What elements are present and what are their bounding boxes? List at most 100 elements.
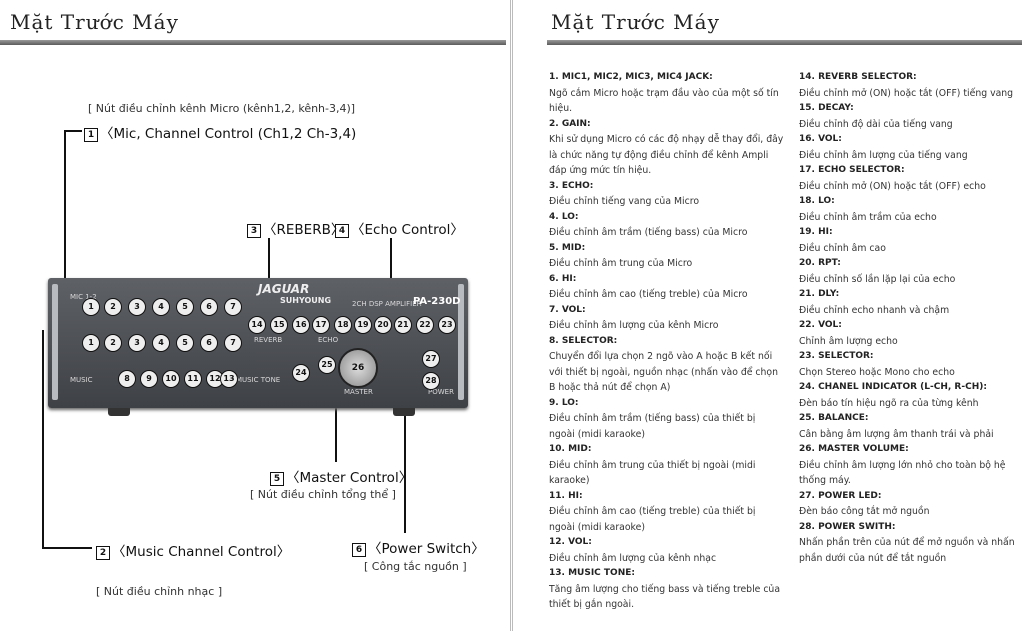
leader-line (404, 385, 406, 533)
power-label: POWER (428, 388, 454, 396)
rack-handle-right (458, 284, 464, 400)
item-description: Chỉnh âm lượng echo (799, 335, 898, 347)
power-note: [ Công tắc nguồn ] (364, 560, 467, 573)
knob-24: 24 (292, 364, 310, 382)
master-volume-knob: 26 (338, 348, 378, 388)
callout-reverb: 3〈REBERB〉 (247, 218, 344, 238)
item-heading: 16. VOL: (799, 134, 842, 144)
description-column-left: 1. MIC1, MIC2, MIC3, MIC4 JACK:Ngõ cắm M… (549, 70, 784, 613)
device-foot (108, 408, 130, 416)
item-heading: 25. BALANCE: (799, 413, 869, 423)
item-description: Nhấn phần trên của nút để mở nguồn và nh… (799, 537, 1015, 564)
item-description: Đèn báo công tắt mở nguồn (799, 506, 930, 517)
item-heading: 13. MUSIC TONE: (549, 568, 635, 578)
callout-master: 5〈Master Control〉 (270, 466, 412, 486)
item-heading: 17. ECHO SELECTOR: (799, 165, 905, 175)
item-heading: 18. LO: (799, 196, 835, 206)
knob-2: 2 (104, 298, 122, 316)
knob-11: 11 (184, 370, 202, 388)
knob-5: 5 (176, 334, 194, 352)
item-description: Điều chỉnh âm lượng của kênh Micro (549, 320, 719, 331)
item-description: Điều chỉnh âm trầm (tiếng bass) của thiế… (549, 413, 756, 440)
knob-7: 7 (224, 334, 242, 352)
item-description: Điều chỉnh mở (ON) hoặc tắt (OFF) tiếng … (799, 87, 1014, 99)
knob-4: 4 (152, 334, 170, 352)
item-description: Điều chỉnh độ dài của tiếng vang (799, 118, 953, 130)
knob-16: 16 (292, 316, 310, 334)
left-page: Mặt Trước Máy [ Nút điều chỉnh kênh Micr… (0, 0, 511, 631)
knob-9: 9 (140, 370, 158, 388)
brand-suhyoung: SUHYOUNG (280, 296, 332, 305)
item-heading: 27. POWER LED: (799, 490, 882, 501)
model-label: 2CH DSP AMPLIFIER (352, 300, 422, 308)
item-description: Điều chỉnh tiếng vang của Micro (549, 196, 700, 207)
page-title: Mặt Trước Máy (551, 10, 720, 34)
amplifier-front-panel: MIC 1-2 MUSIC JAGUAR SUHYOUNG 2CH DSP AM… (48, 278, 468, 416)
leader-line (335, 400, 337, 462)
leader-line (64, 130, 82, 132)
music-note: [ Nút điều chỉnh nhạc ] (96, 585, 223, 598)
reverb-label: REVERB (254, 336, 283, 344)
item-description: Điều chỉnh mở (ON) hoặc tắt (OFF) echo (799, 180, 986, 192)
power-led: 27 (422, 350, 440, 368)
item-heading: 22. VOL: (799, 320, 842, 330)
item-description: Điều chỉnh âm lượng của tiếng vang (799, 149, 968, 161)
callout-mic-channel: 1〈Mic, Channel Control (Ch1,2 Ch-3,4) (84, 122, 356, 142)
knob-21: 21 (394, 316, 412, 334)
item-heading: 6. HI: (549, 273, 577, 284)
echo-label: ECHO (318, 336, 339, 344)
knob-15: 15 (270, 316, 288, 334)
item-description: Điều chỉnh âm trầm (tiếng bass) của Micr… (549, 227, 748, 238)
description-column-right: 14. REVERB SELECTOR: Điều chỉnh mở (ON) h… (799, 70, 1019, 566)
mic-note: [ Nút điều chỉnh kênh Micro (kênh1,2, kê… (88, 102, 356, 115)
item-description: Chọn Stereo hoặc Mono cho echo (799, 366, 955, 378)
knob-1: 1 (82, 334, 100, 352)
knob-2: 2 (104, 334, 122, 352)
item-heading: 11. HI: (549, 490, 583, 501)
item-description: Điều chỉnh echo nhanh và chậm (799, 304, 950, 316)
item-heading: 7. VOL: (549, 304, 586, 315)
title-rule (0, 40, 506, 45)
knob-18: 18 (334, 316, 352, 334)
item-heading: 20. RPT: (799, 258, 841, 268)
item-description: Cân bằng âm lượng âm thanh trái và phải (799, 428, 994, 440)
knob-7: 7 (224, 298, 242, 316)
item-heading: 1. MIC1, MIC2, MIC3, MIC4 JACK: (549, 72, 713, 82)
item-heading: 23. SELECTOR: (799, 351, 874, 361)
rack-handle-left (52, 284, 58, 400)
item-heading: 4. LO: (549, 211, 579, 222)
leader-line (42, 330, 44, 548)
item-heading: 28. POWER SWITH: (799, 521, 896, 532)
knob-13: 13 (220, 370, 238, 388)
item-description: Điều chỉnh âm trung của thiết bị ngoài (… (549, 459, 756, 487)
knob-4: 4 (152, 298, 170, 316)
callout-echo: 4〈Echo Control〉 (335, 218, 464, 238)
item-description: Điều chỉnh âm trung của Micro (549, 258, 693, 269)
leader-line (42, 547, 92, 549)
item-description: Điều chỉnh âm cao (tiếng treble) của thi… (549, 506, 756, 533)
item-description: Tăng âm lượng cho tiếng bass và tiếng tr… (549, 583, 781, 611)
item-heading: 8. SELECTOR: (549, 335, 618, 346)
page-title: Mặt Trước Máy (10, 10, 179, 34)
item-description: Điều chỉnh âm cao (tiếng treble) của Mic… (549, 289, 748, 300)
knob-1: 1 (82, 298, 100, 316)
knob-14: 14 (248, 316, 266, 334)
item-heading: 12. VOL: (549, 537, 592, 547)
music-label: MUSIC (70, 376, 93, 384)
item-heading: 9. LO: (549, 397, 579, 408)
knob-6: 6 (200, 298, 218, 316)
mic-label: MIC 1-2 (70, 293, 97, 301)
item-heading: 19. HI: (799, 227, 833, 237)
item-description: Điều chỉnh âm lượng lớn nhỏ cho toàn bộ … (799, 459, 1006, 487)
item-heading: 2. GAIN: (549, 118, 591, 129)
knob-10: 10 (162, 370, 180, 388)
item-heading: 14. REVERB SELECTOR: (799, 72, 917, 82)
item-description: Điều chỉnh âm cao (799, 242, 886, 254)
item-description: Khi sử dụng Micro có các độ nhạy dễ thay… (549, 134, 784, 176)
leader-line (268, 238, 270, 298)
knob-20: 20 (374, 316, 392, 334)
item-description: Điều chỉnh âm lượng của kênh nhạc (549, 552, 717, 564)
item-heading: 24. CHANEL INDICATOR (L-CH, R-CH): (799, 382, 987, 392)
title-rule (547, 40, 1022, 45)
item-heading: 5. MID: (549, 242, 586, 253)
